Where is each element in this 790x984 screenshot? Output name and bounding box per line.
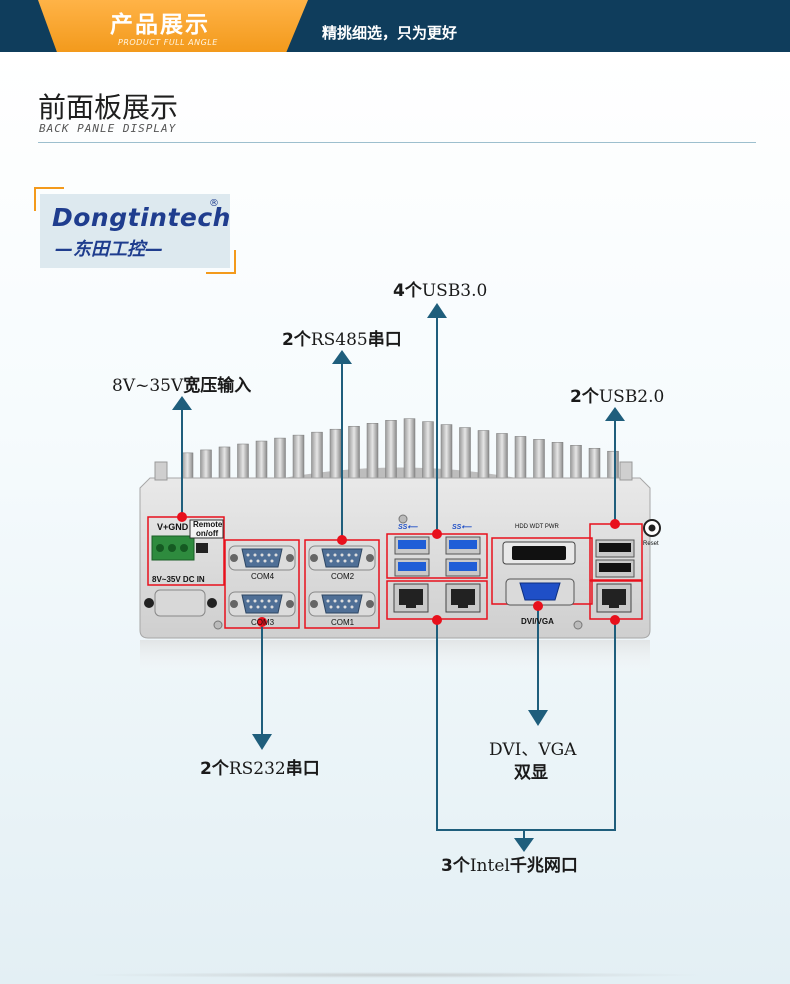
usb3-port xyxy=(445,558,481,577)
label-dvi-vga: DVI/VGA xyxy=(521,617,554,626)
heatsink-fin xyxy=(403,418,416,479)
heatsink-fin xyxy=(496,433,508,479)
heatsink-fin xyxy=(440,424,453,479)
usb3-port xyxy=(394,558,430,577)
heatsink-fin xyxy=(348,425,360,479)
label-reset: Reset xyxy=(643,541,659,547)
heatsink-fin xyxy=(477,430,490,479)
heatsink-fin xyxy=(514,436,527,479)
label-leds: HDD WDT PWR xyxy=(515,524,559,530)
label-ss-right: SS⟵ xyxy=(452,524,472,531)
power-terminal xyxy=(147,516,225,586)
label-dc-in: 8V~35V DC IN xyxy=(152,575,205,584)
lan-port xyxy=(445,583,481,613)
label-com4: COM4 xyxy=(251,572,275,581)
logo-background xyxy=(40,194,230,268)
section-subtitle: BACK PANLE DISPLAY xyxy=(39,122,177,135)
logo-chinese-text: —东田工控— xyxy=(55,239,163,260)
dvi-port xyxy=(502,541,576,565)
heatsink-fin xyxy=(385,420,397,479)
usb2-port xyxy=(595,559,635,578)
heatsink-fin xyxy=(200,449,212,479)
usb3-port xyxy=(445,536,481,555)
logo-corner-top-left xyxy=(34,187,64,211)
heatsink-fin xyxy=(551,442,564,479)
heatsink-fin xyxy=(459,427,471,479)
callout-usb2: 2个USB2.0 xyxy=(570,387,665,407)
heatsink-fin xyxy=(237,443,249,479)
callout-dvi-vga: DVI、VGA xyxy=(489,740,577,760)
header-title: 产品展示 xyxy=(110,12,210,38)
callout-rs232: 2个RS232串口 xyxy=(200,759,320,779)
section-divider xyxy=(38,142,756,143)
heatsink-fin xyxy=(533,439,545,479)
db9-connector xyxy=(308,545,376,571)
label-vgnd: V+GND xyxy=(157,522,189,532)
heatsink-fin xyxy=(292,434,305,479)
label-onoff: on/off xyxy=(196,529,219,538)
heatsink-fin xyxy=(329,428,342,479)
blank-port-cover xyxy=(154,589,206,617)
label-com3: COM3 xyxy=(251,618,275,627)
label-com2: COM2 xyxy=(331,572,355,581)
callout-usb3: 4个USB3.0 xyxy=(393,281,488,301)
bottom-shadow xyxy=(80,972,710,978)
logo-registered-mark: ® xyxy=(209,198,219,209)
usb3-port xyxy=(394,536,430,555)
heatsink-fin xyxy=(255,440,268,479)
callout-power: 8V~35V宽压输入 xyxy=(112,376,252,396)
heatsink-fin xyxy=(422,421,434,479)
heatsink-fin xyxy=(311,431,323,479)
device-reflection xyxy=(140,640,650,680)
heatsink-fin xyxy=(366,423,379,479)
label-ss-left: SS⟵ xyxy=(398,524,418,531)
header-slogan: 精挑细选，只为更好 xyxy=(322,24,458,42)
label-com1: COM1 xyxy=(331,618,355,627)
heatsink-fin xyxy=(181,452,194,479)
heatsink-fin xyxy=(607,450,619,479)
callout-dual-display: 双显 xyxy=(514,763,548,783)
usb2-port xyxy=(595,539,635,558)
heatsink-fin xyxy=(588,447,601,479)
db9-connector xyxy=(228,545,296,571)
label-remote: Remote xyxy=(193,520,223,529)
callout-arrows xyxy=(172,303,625,852)
db9-connector xyxy=(308,591,376,617)
header-tab xyxy=(38,0,308,52)
logo-corner-bottom-right xyxy=(206,250,236,274)
callout-rs485: 2个RS485串口 xyxy=(282,330,402,350)
vga-port xyxy=(505,578,575,606)
lan-port xyxy=(393,583,429,613)
lan-port xyxy=(596,583,632,613)
heatsink-fin xyxy=(570,445,582,479)
section-title: 前面板展示 xyxy=(38,91,179,124)
logo-brand-text: Dongtintech xyxy=(52,203,231,232)
highlight-dots xyxy=(177,512,620,627)
header-subtitle: PRODUCT FULL ANGLE xyxy=(118,38,218,47)
callout-lan: 3个Intel千兆网口 xyxy=(441,856,578,876)
heatsink-fin xyxy=(218,446,231,479)
heatsink-fin xyxy=(274,437,286,479)
db9-connector xyxy=(228,591,296,617)
